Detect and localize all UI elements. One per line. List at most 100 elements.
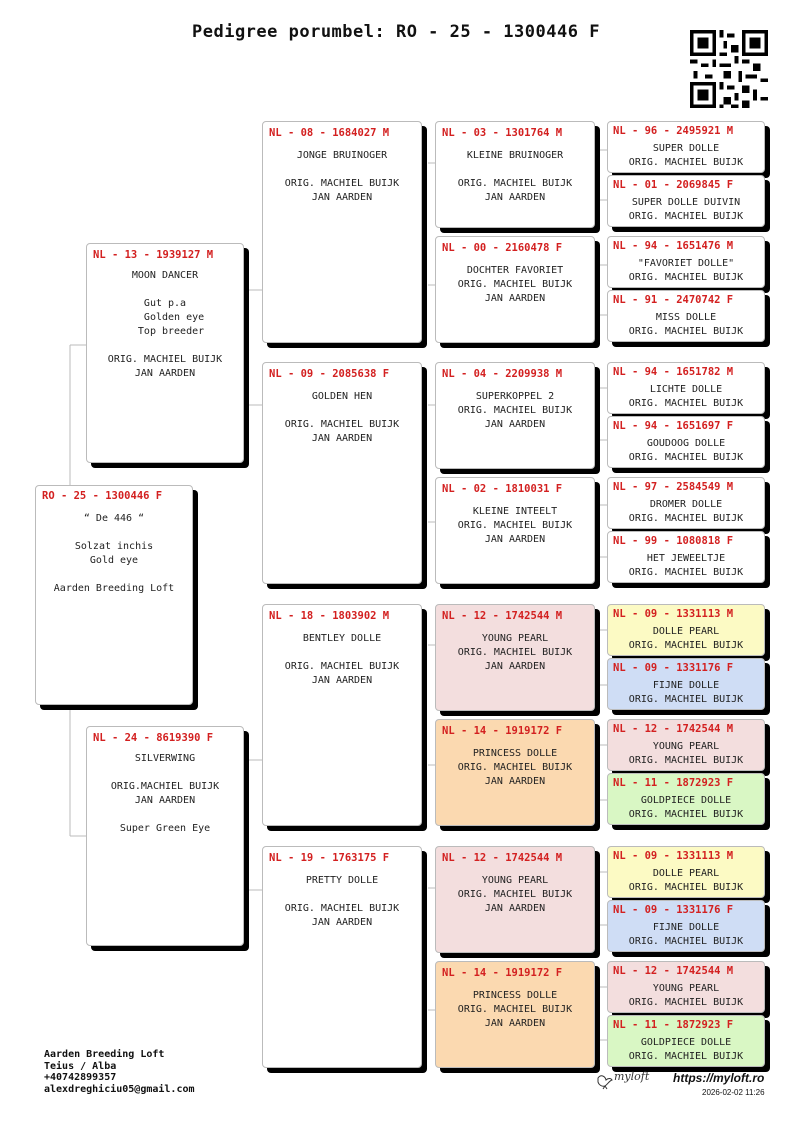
page-title: Pedigree porumbel: RO - 25 - 1300446 F: [192, 22, 600, 42]
pigeon-card-gen4[interactable]: NL - 09 - 1331176 F FIJNE DOLLE ORIG. MA…: [607, 658, 765, 710]
pigeon-logo-icon: [597, 1075, 613, 1090]
pigeon-card-gen4[interactable]: NL - 12 - 1742544 M YOUNG PEARL ORIG. MA…: [607, 719, 765, 771]
pigeon-card-gen4[interactable]: NL - 94 - 1651476 M "FAVORIET DOLLE" ORI…: [607, 236, 765, 288]
pigeon-info: GOUDOOG DOLLE ORIG. MACHIEL BUIJK: [628, 438, 744, 463]
brand-logo-text: myloft: [614, 1070, 650, 1083]
ring-number: NL - 09 - 1331113 M: [613, 850, 734, 862]
ring-number: NL - 12 - 1742544 M: [442, 852, 563, 864]
ring-number: NL - 04 - 2209938 M: [442, 368, 563, 380]
ring-number: RO - 25 - 1300446 F: [42, 490, 163, 502]
pigeon-card-gen4[interactable]: NL - 94 - 1651782 M LICHTE DOLLE ORIG. M…: [607, 362, 765, 414]
ring-number: NL - 94 - 1651476 M: [613, 240, 734, 252]
ring-number: NL - 14 - 1919172 F: [442, 725, 563, 737]
ring-number: NL - 99 - 1080818 F: [613, 535, 734, 547]
pigeon-info: SILVERWING ORIG.MACHIEL BUIJK JAN AARDEN…: [110, 753, 220, 834]
pigeon-card-sire[interactable]: NL - 13 - 1939127 M MOON DANCER Gut p.a …: [86, 243, 244, 463]
pigeon-info: KLEINE INTEELT ORIG. MACHIEL BUIJK JAN A…: [457, 506, 573, 545]
pigeon-info: HET JEWEELTJE ORIG. MACHIEL BUIJK: [628, 553, 744, 578]
pigeon-info: "FAVORIET DOLLE" ORIG. MACHIEL BUIJK: [628, 258, 744, 283]
pigeon-info: DOCHTER FAVORIET ORIG. MACHIEL BUIJK JAN…: [457, 265, 573, 304]
pigeon-info: YOUNG PEARL ORIG. MACHIEL BUIJK: [628, 741, 744, 766]
pigeon-card-gen3[interactable]: NL - 02 - 1810031 F KLEINE INTEELT ORIG.…: [435, 477, 595, 584]
ring-number: NL - 13 - 1939127 M: [93, 249, 214, 261]
pigeon-info: YOUNG PEARL ORIG. MACHIEL BUIJK JAN AARD…: [457, 633, 573, 672]
pigeon-info: MOON DANCER Gut p.a Golden eye Top breed…: [107, 270, 223, 379]
loft-contact: Aarden Breeding Loft Teius / Alba +40742…: [44, 1049, 195, 1095]
pigeon-info: MISS DOLLE ORIG. MACHIEL BUIJK: [628, 312, 744, 337]
pigeon-info: GOLDEN HEN ORIG. MACHIEL BUIJK JAN AARDE…: [284, 391, 400, 444]
ring-number: NL - 96 - 2495921 M: [613, 125, 734, 137]
pigeon-info: DOLLE PEARL ORIG. MACHIEL BUIJK: [628, 868, 744, 893]
ring-number: NL - 11 - 1872923 F: [613, 1019, 734, 1031]
pigeon-info: “ De 446 “ Solzat inchis Gold eye Aarden…: [53, 513, 175, 594]
pigeon-info: GOLDPIECE DOLLE ORIG. MACHIEL BUIJK: [628, 795, 744, 820]
pigeon-card-gen3[interactable]: NL - 04 - 2209938 M SUPERKOPPEL 2 ORIG. …: [435, 362, 595, 469]
ring-number: NL - 12 - 1742544 M: [613, 965, 734, 977]
pigeon-card-gen4[interactable]: NL - 11 - 1872923 F GOLDPIECE DOLLE ORIG…: [607, 1015, 765, 1067]
loft-phone[interactable]: +40742899357: [44, 1072, 117, 1083]
pigeon-info: DOLLE PEARL ORIG. MACHIEL BUIJK: [628, 626, 744, 651]
timestamp: 2026-02-02 11:26: [702, 1088, 765, 1097]
pigeon-info: DROMER DOLLE ORIG. MACHIEL BUIJK: [628, 499, 744, 524]
ring-number: NL - 24 - 8619390 F: [93, 732, 214, 744]
pigeon-info: SUPERKOPPEL 2 ORIG. MACHIEL BUIJK JAN AA…: [457, 391, 573, 430]
ring-number: NL - 00 - 2160478 F: [442, 242, 563, 254]
ring-number: NL - 14 - 1919172 F: [442, 967, 563, 979]
ring-number: NL - 09 - 1331176 F: [613, 662, 734, 674]
pigeon-card-gen4[interactable]: NL - 01 - 2069845 F SUPER DOLLE DUIVIN O…: [607, 175, 765, 227]
pigeon-card-gen3[interactable]: NL - 12 - 1742544 M YOUNG PEARL ORIG. MA…: [435, 604, 595, 711]
pigeon-card-gen4[interactable]: NL - 12 - 1742544 M YOUNG PEARL ORIG. MA…: [607, 961, 765, 1013]
pigeon-card-gen4[interactable]: NL - 91 - 2470742 F MISS DOLLE ORIG. MAC…: [607, 290, 765, 342]
website-link[interactable]: https://myloft.ro: [673, 1071, 765, 1085]
pigeon-card-gen4[interactable]: NL - 97 - 2584549 M DROMER DOLLE ORIG. M…: [607, 477, 765, 529]
pigeon-info: FIJNE DOLLE ORIG. MACHIEL BUIJK: [628, 680, 744, 705]
ring-number: NL - 09 - 1331113 M: [613, 608, 734, 620]
ring-number: NL - 97 - 2584549 M: [613, 481, 734, 493]
pigeon-card-gen4[interactable]: NL - 11 - 1872923 F GOLDPIECE DOLLE ORIG…: [607, 773, 765, 825]
pigeon-card-gen4[interactable]: NL - 09 - 1331176 F FIJNE DOLLE ORIG. MA…: [607, 900, 765, 952]
pigeon-card-gen4[interactable]: NL - 09 - 1331113 M DOLLE PEARL ORIG. MA…: [607, 604, 765, 656]
ring-number: NL - 94 - 1651782 M: [613, 366, 734, 378]
pigeon-card-gen3[interactable]: NL - 14 - 1919172 F PRINCESS DOLLE ORIG.…: [435, 961, 595, 1068]
pigeon-info: KLEINE BRUINOGER ORIG. MACHIEL BUIJK JAN…: [457, 150, 573, 203]
pigeon-info: PRINCESS DOLLE ORIG. MACHIEL BUIJK JAN A…: [457, 990, 573, 1029]
ring-number: NL - 19 - 1763175 F: [269, 852, 390, 864]
pigeon-card-gen4[interactable]: NL - 96 - 2495921 M SUPER DOLLE ORIG. MA…: [607, 121, 765, 173]
ring-number: NL - 94 - 1651697 F: [613, 420, 734, 432]
ring-number: NL - 09 - 1331176 F: [613, 904, 734, 916]
pigeon-card-gen2[interactable]: NL - 09 - 2085638 F GOLDEN HEN ORIG. MAC…: [262, 362, 422, 584]
pigeon-info: YOUNG PEARL ORIG. MACHIEL BUIJK JAN AARD…: [457, 875, 573, 914]
pigeon-card-gen4[interactable]: NL - 09 - 1331113 M DOLLE PEARL ORIG. MA…: [607, 846, 765, 898]
loft-email[interactable]: alexdreghiciu05@gmail.com: [44, 1083, 195, 1095]
pigeon-card-gen2[interactable]: NL - 19 - 1763175 F PRETTY DOLLE ORIG. M…: [262, 846, 422, 1068]
ring-number: NL - 01 - 2069845 F: [613, 179, 734, 191]
ring-number: NL - 91 - 2470742 F: [613, 294, 734, 306]
pigeon-card-gen4[interactable]: NL - 99 - 1080818 F HET JEWEELTJE ORIG. …: [607, 531, 765, 583]
ring-number: NL - 11 - 1872923 F: [613, 777, 734, 789]
qr-code-icon: [690, 30, 768, 108]
ring-number: NL - 03 - 1301764 M: [442, 127, 563, 139]
pigeon-card-gen3[interactable]: NL - 12 - 1742544 M YOUNG PEARL ORIG. MA…: [435, 846, 595, 953]
loft-location: Teius / Alba: [44, 1060, 117, 1072]
ring-number: NL - 12 - 1742544 M: [442, 610, 563, 622]
ring-number: NL - 12 - 1742544 M: [613, 723, 734, 735]
pigeon-info: FIJNE DOLLE ORIG. MACHIEL BUIJK: [628, 922, 744, 947]
pigeon-info: SUPER DOLLE ORIG. MACHIEL BUIJK: [628, 143, 744, 168]
pigeon-card-gen4[interactable]: NL - 94 - 1651697 F GOUDOOG DOLLE ORIG. …: [607, 416, 765, 468]
pigeon-card-gen3[interactable]: NL - 03 - 1301764 M KLEINE BRUINOGER ORI…: [435, 121, 595, 228]
pigeon-info: BENTLEY DOLLE ORIG. MACHIEL BUIJK JAN AA…: [284, 633, 400, 686]
pigeon-card-gen3[interactable]: NL - 00 - 2160478 F DOCHTER FAVORIET ORI…: [435, 236, 595, 343]
pigeon-card-gen2[interactable]: NL - 08 - 1684027 M JONGE BRUINOGER ORIG…: [262, 121, 422, 343]
pigeon-info: GOLDPIECE DOLLE ORIG. MACHIEL BUIJK: [628, 1037, 744, 1062]
pigeon-card-gen3[interactable]: NL - 14 - 1919172 F PRINCESS DOLLE ORIG.…: [435, 719, 595, 826]
ring-number: NL - 18 - 1803902 M: [269, 610, 390, 622]
pigeon-info: PRINCESS DOLLE ORIG. MACHIEL BUIJK JAN A…: [457, 748, 573, 787]
pigeon-card-gen2[interactable]: NL - 18 - 1803902 M BENTLEY DOLLE ORIG. …: [262, 604, 422, 826]
pigeon-card-subject[interactable]: RO - 25 - 1300446 F “ De 446 “ Solzat in…: [35, 485, 193, 705]
pigeon-info: PRETTY DOLLE ORIG. MACHIEL BUIJK JAN AAR…: [284, 875, 400, 928]
pigeon-info: SUPER DOLLE DUIVIN ORIG. MACHIEL BUIJK: [628, 197, 744, 222]
pigeon-card-dam[interactable]: NL - 24 - 8619390 F SILVERWING ORIG.MACH…: [86, 726, 244, 946]
pigeon-info: LICHTE DOLLE ORIG. MACHIEL BUIJK: [628, 384, 744, 409]
pigeon-info: JONGE BRUINOGER ORIG. MACHIEL BUIJK JAN …: [284, 150, 400, 203]
